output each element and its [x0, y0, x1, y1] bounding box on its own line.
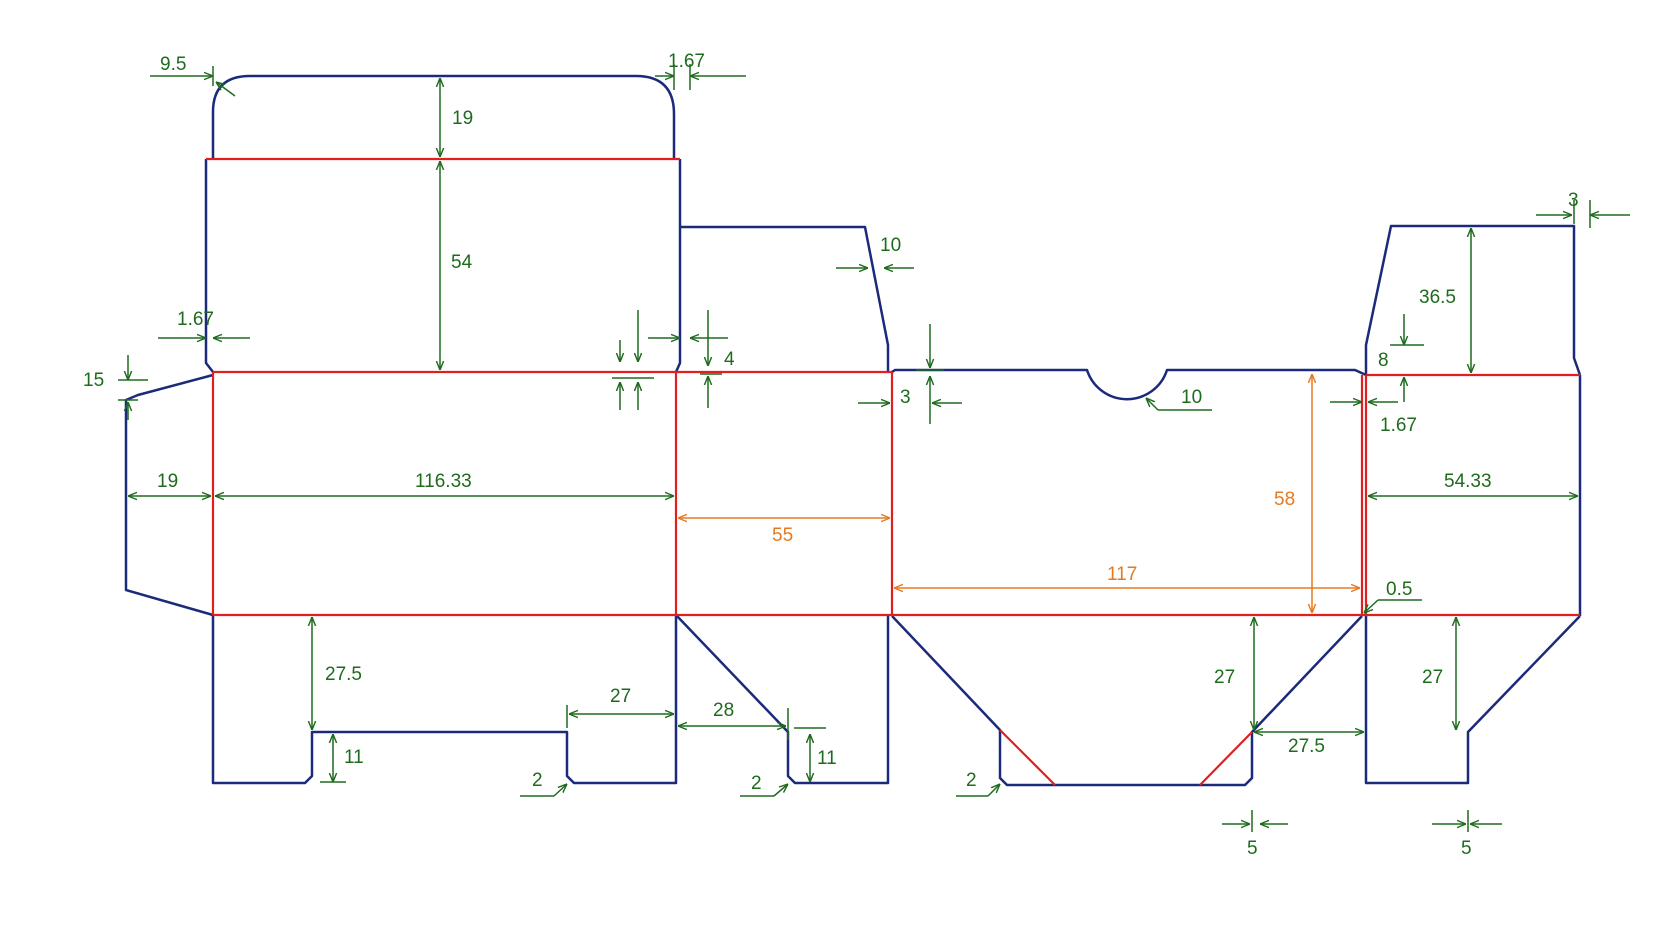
dim-label: 2	[532, 770, 543, 791]
dim-label-orange: 58	[1274, 489, 1295, 510]
crease-lines	[206, 157, 1580, 786]
dim-label: 27	[1422, 667, 1443, 688]
dim-label: 1.67	[177, 309, 214, 330]
dim-label: 0.5	[1386, 579, 1412, 600]
side-dust-flap	[680, 225, 890, 372]
bottom-flap-side	[675, 614, 890, 785]
right-dust-flap	[1364, 224, 1582, 376]
crease-diag-right	[1199, 731, 1253, 786]
dim-label: 5	[1461, 838, 1472, 859]
dim-label: 4	[724, 349, 735, 370]
dim-label: 1.67	[668, 51, 705, 72]
dim-label: 5	[1247, 838, 1258, 859]
back-panel-left-edge	[204, 159, 214, 373]
dim-label: 27.5	[1288, 736, 1325, 757]
bottom-flap-front	[891, 615, 1363, 787]
dim-label-orange: 55	[772, 525, 793, 546]
dim-label: 27	[610, 686, 631, 707]
dim-label-orange: 117	[1107, 564, 1137, 585]
dim-label: 54	[451, 252, 473, 273]
dim-label: 19	[157, 471, 178, 492]
dim-label: 9.5	[160, 54, 186, 75]
dim-label: 28	[713, 700, 734, 721]
top-lid-flap	[211, 74, 676, 159]
dim-label: 11	[344, 747, 364, 768]
orange-dimension-lines	[678, 374, 1360, 613]
dim-label: 36.5	[1419, 287, 1456, 308]
dim-label: 27.5	[325, 664, 362, 685]
dim-label: 2	[966, 770, 977, 791]
green-labels: 9.5 1.67 19 54 1.67 15 19 116.33 4 10 3 …	[83, 51, 1579, 859]
dim-label: 10	[1181, 387, 1202, 408]
dim-label: 54.33	[1444, 471, 1492, 492]
dim-label: 19	[452, 108, 473, 129]
bottom-flap-back	[211, 615, 678, 785]
dim-label: 1.67	[1380, 415, 1417, 436]
dim-label: 15	[83, 370, 104, 391]
glue-flap	[124, 373, 214, 617]
dim-label: 3	[1568, 190, 1579, 211]
bottom-flap-right	[1364, 615, 1581, 785]
front-top-with-notch	[891, 368, 1367, 401]
dim-label: 2	[751, 773, 762, 794]
dim-label: 116.33	[415, 471, 472, 492]
dim-label: 3	[900, 387, 911, 408]
back-panel-right-edge	[674, 159, 682, 373]
cut-lines	[124, 74, 1582, 787]
dim-label: 27	[1214, 667, 1235, 688]
orange-labels: 55 117 58	[772, 489, 1295, 585]
dim-label: 8	[1378, 350, 1389, 371]
crease-diag-left	[999, 729, 1056, 786]
dim-label: 11	[817, 748, 837, 769]
dim-label: 10	[880, 235, 901, 256]
green-dimension-lines	[118, 64, 1630, 832]
